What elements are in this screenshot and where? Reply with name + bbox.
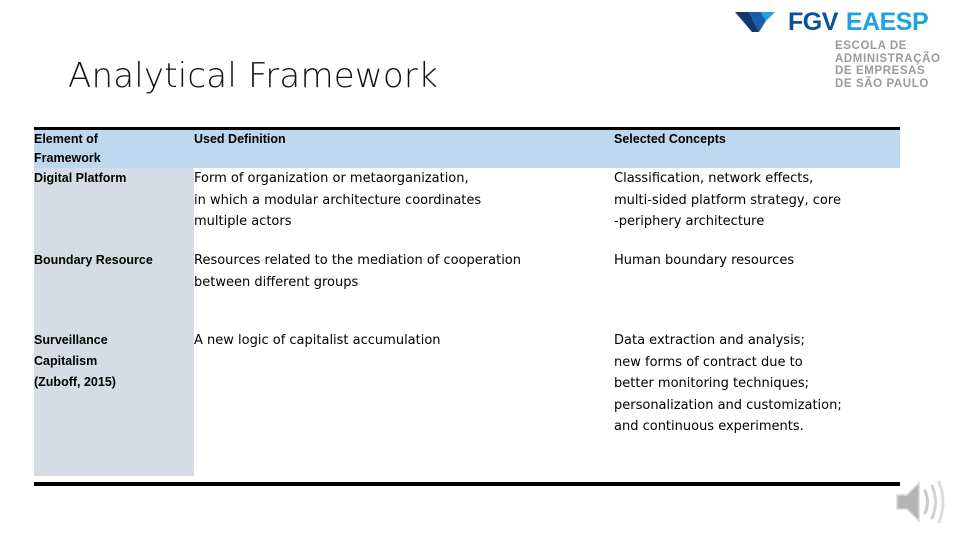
definition-line: multiple actors bbox=[194, 214, 292, 229]
concept-line: new forms of contract due to bbox=[614, 354, 803, 370]
column-header-element: Element of Framework bbox=[34, 130, 194, 168]
analytical-framework-table: Element of Framework Used Definition Sel… bbox=[34, 127, 900, 476]
concept-line: better monitoring techniques; bbox=[614, 376, 809, 391]
row-definition-cell: Resources related to the mediation of co… bbox=[194, 250, 614, 330]
logo-subtitle-line-1: ESCOLA DE bbox=[835, 40, 908, 52]
definition-line: Resources related to the mediation of co… bbox=[194, 253, 521, 268]
definition-line: in which a modular architecture coordina… bbox=[194, 192, 482, 208]
table-row: Digital Platform Form of organization or… bbox=[34, 168, 900, 250]
logo-subtitle-line-4: DE SÃO PAULO bbox=[835, 77, 929, 90]
row-element-line: Boundary Resource bbox=[34, 253, 153, 267]
table-header-row: Element of Framework Used Definition Sel… bbox=[34, 130, 900, 168]
row-concepts-cell: Data extraction and analysis; new forms … bbox=[614, 330, 900, 476]
row-element-label: Boundary Resource bbox=[34, 250, 194, 330]
row-element-line: Surveillance bbox=[34, 333, 108, 347]
table-row: Surveillance Capitalism (Zuboff, 2015) A… bbox=[34, 330, 900, 476]
fgv-eaesp-logo: FGV EAESP ESCOLA DE ADMINISTRAÇÃO DE EMP… bbox=[735, 8, 950, 90]
top-rule-bar bbox=[34, 127, 900, 130]
logo-subtitle: ESCOLA DE ADMINISTRAÇÃO DE EMPRESAS DE S… bbox=[835, 40, 950, 90]
row-concepts-cell: Classification, network effects, multi-s… bbox=[614, 168, 900, 250]
row-element-line: Capitalism bbox=[34, 354, 98, 368]
column-header-element-line2: Framework bbox=[34, 151, 101, 165]
row-concepts-cell: Human boundary resources bbox=[614, 250, 900, 330]
table-bottom-rule bbox=[34, 482, 900, 486]
column-header-definition: Used Definition bbox=[194, 130, 614, 168]
logo-unit-text: EAESP bbox=[845, 7, 929, 36]
concept-line: Classification, network effects, bbox=[614, 171, 814, 186]
concept-line: Data extraction and analysis; bbox=[614, 333, 805, 348]
definition-line: between different groups bbox=[194, 274, 359, 290]
concept-line: multi-sided platform strategy, core bbox=[614, 192, 841, 208]
row-element-label: Surveillance Capitalism (Zuboff, 2015) bbox=[34, 330, 194, 476]
definition-line: A new logic of capitalist accumulation bbox=[194, 333, 441, 348]
logo-subtitle-line-3: DE EMPRESAS bbox=[835, 65, 926, 78]
logo-subtitle-line-2: ADMINISTRAÇÃO bbox=[835, 52, 941, 65]
concept-line: -periphery architecture bbox=[614, 214, 765, 229]
row-definition-cell: A new logic of capitalist accumulation bbox=[194, 330, 614, 476]
column-header-concepts: Selected Concepts bbox=[614, 130, 900, 168]
column-header-element-line1: Element of bbox=[34, 132, 98, 146]
logo-brand-text: FGV bbox=[788, 7, 838, 36]
row-element-line: (Zuboff, 2015) bbox=[34, 375, 116, 389]
row-definition-cell: Form of organization or metaorganization… bbox=[194, 168, 614, 250]
concept-line: Human boundary resources bbox=[614, 253, 795, 268]
definition-line: Form of organization or metaorganization… bbox=[194, 171, 469, 186]
speaker-icon[interactable] bbox=[893, 476, 947, 528]
row-element-label: Digital Platform bbox=[34, 168, 194, 250]
fgv-chevron-mark-icon bbox=[735, 12, 775, 32]
concept-line: personalization and customization; bbox=[614, 397, 842, 413]
table-row: Boundary Resource Resources related to t… bbox=[34, 250, 900, 330]
concept-line: and continuous experiments. bbox=[614, 419, 804, 434]
table-top-rule bbox=[34, 127, 900, 130]
logo-wordmark-row: FGV EAESP bbox=[735, 8, 950, 36]
row-element-line: Digital Platform bbox=[34, 171, 127, 185]
page-title: Analytical Framework bbox=[68, 56, 438, 96]
